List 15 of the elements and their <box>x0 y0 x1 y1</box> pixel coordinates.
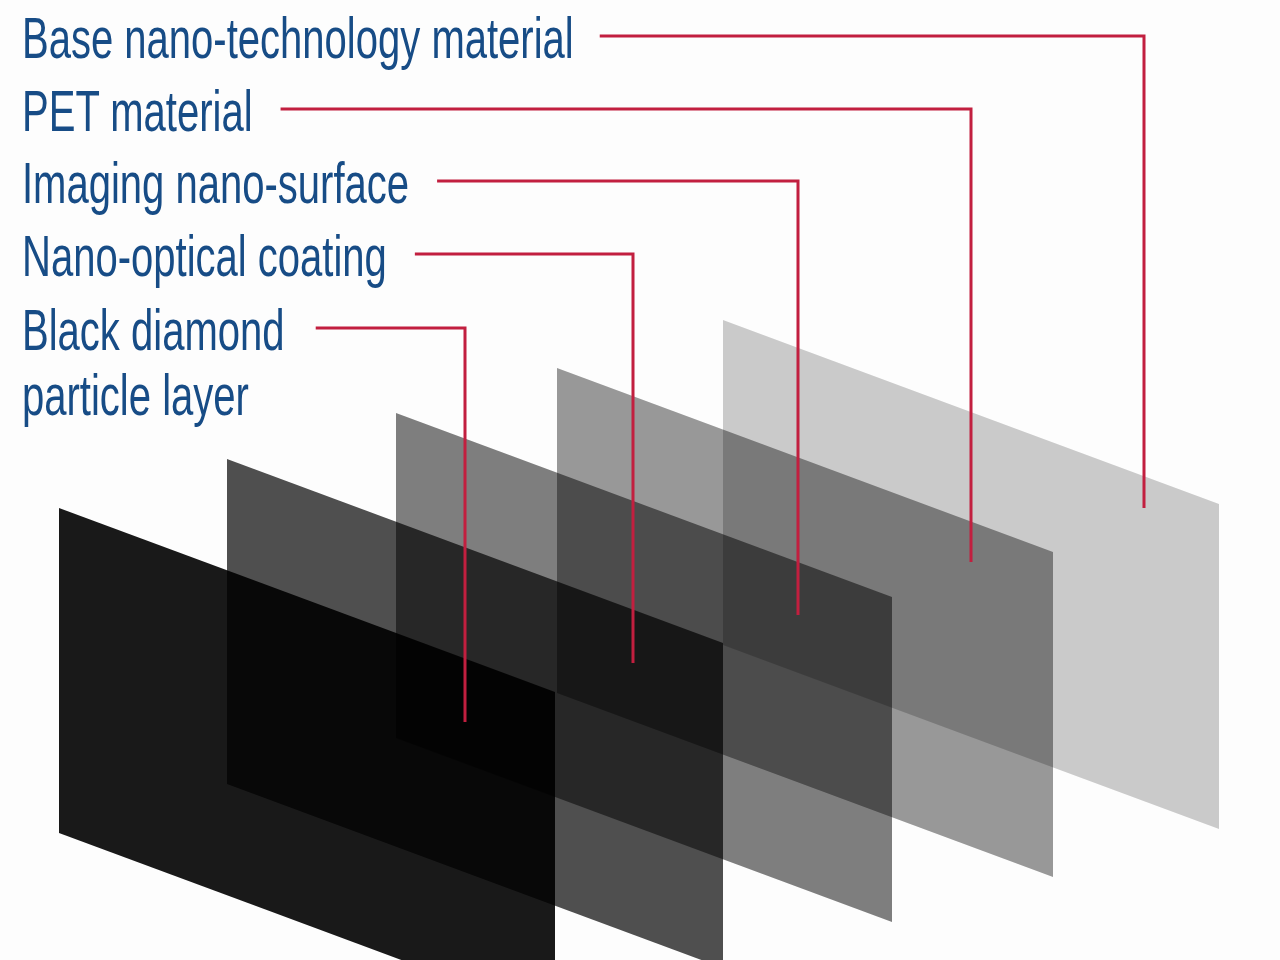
layer-sheet <box>59 508 555 960</box>
layer-label: Imaging nano-surface <box>22 150 410 215</box>
layer-sheet <box>396 413 892 922</box>
leader-line <box>315 326 467 722</box>
leader-line <box>414 252 635 663</box>
layer-label: PET material <box>22 78 253 143</box>
layer-sheet <box>227 459 723 960</box>
leader-line <box>437 179 800 615</box>
layer-label: Black diamond particle layer <box>22 297 290 427</box>
leader-line <box>280 107 973 562</box>
layer-sheet <box>723 320 1219 829</box>
leader-line <box>599 34 1146 508</box>
layer-label: Nano-optical coating <box>22 223 387 288</box>
layer-sheet <box>557 368 1053 877</box>
layer-label: Base nano-technology material <box>22 5 574 70</box>
